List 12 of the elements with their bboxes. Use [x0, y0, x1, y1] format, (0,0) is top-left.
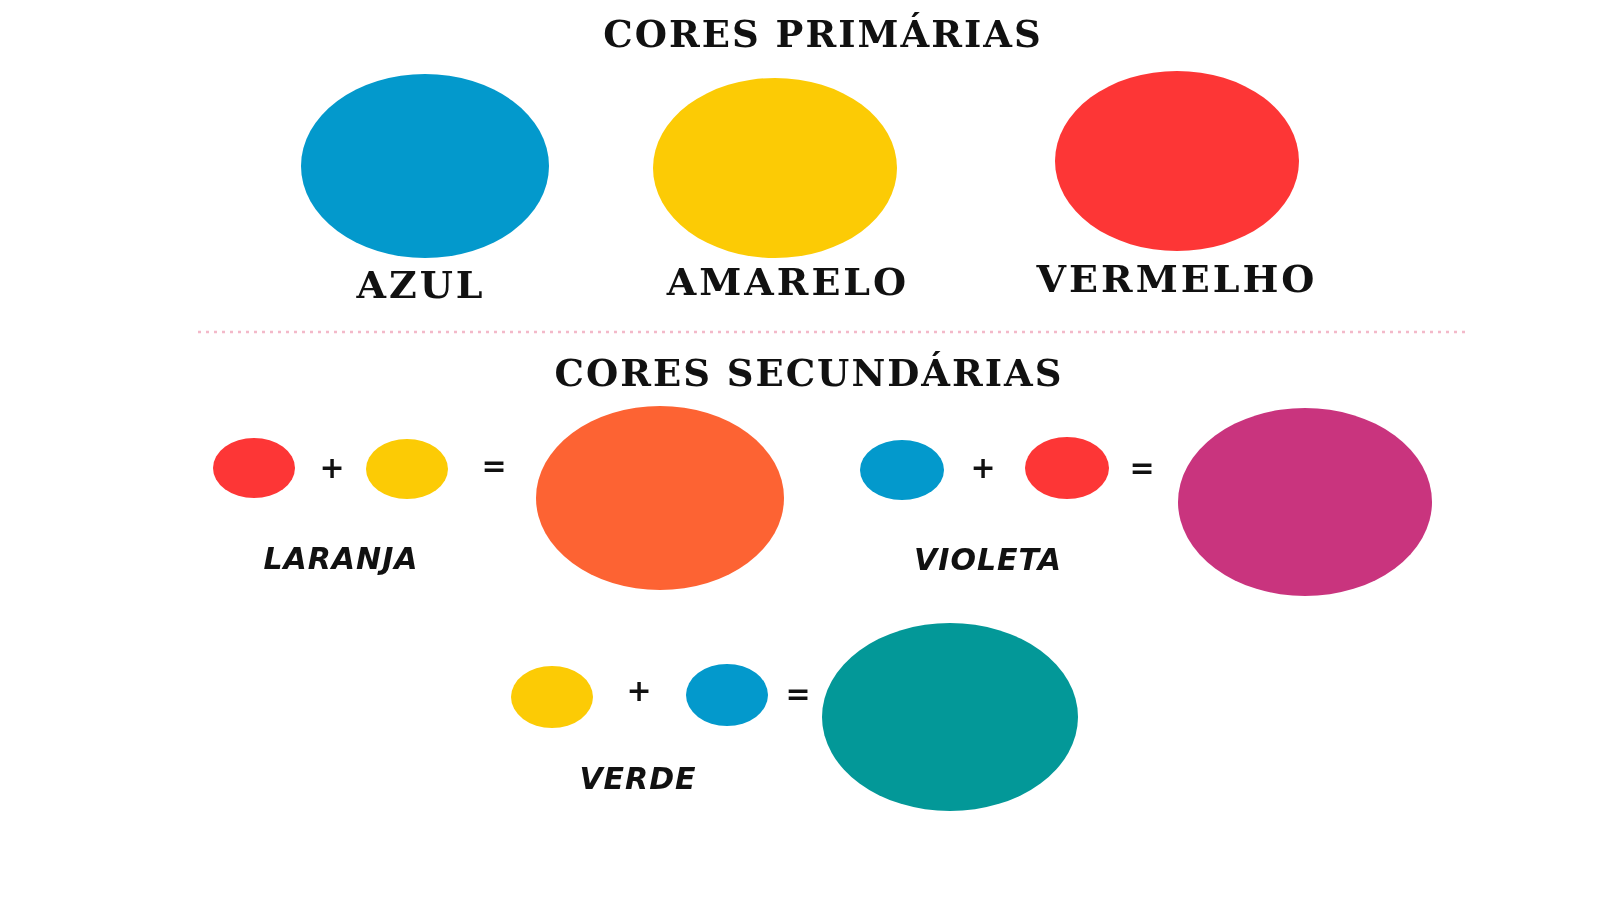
plus-sign: + [319, 453, 345, 483]
equals-sign: = [481, 451, 507, 481]
plus-sign: + [970, 453, 996, 483]
color-name: VERMELHO [1036, 260, 1318, 298]
plus-sign: + [626, 676, 652, 706]
equals-sign: = [785, 679, 811, 709]
color-name: AMARELO [666, 263, 910, 301]
color-name: VIOLETA [914, 545, 1062, 575]
color-name: LARANJA [263, 544, 419, 574]
equals-sign: = [1129, 453, 1155, 483]
color-name: AZUL [356, 266, 486, 304]
color-name: VERDE [579, 764, 697, 794]
